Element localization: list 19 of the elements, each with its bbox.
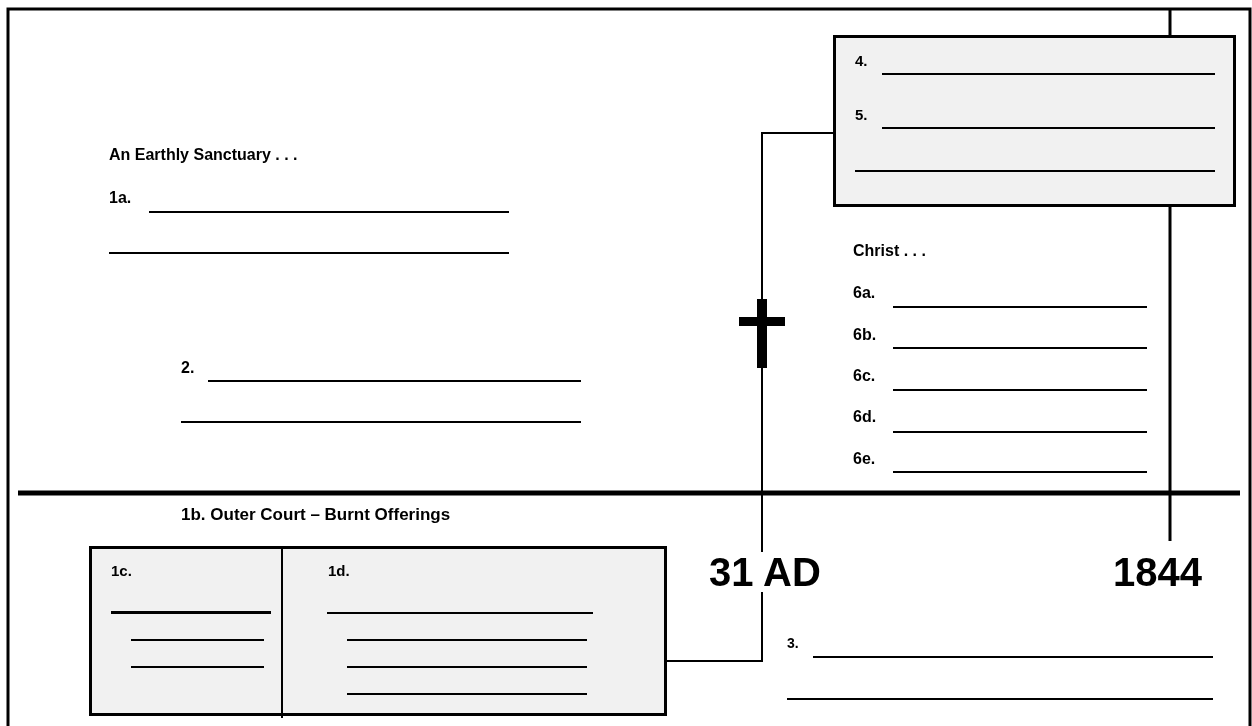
question-number: 1a. (109, 190, 132, 206)
year-label: 1844 (1113, 552, 1202, 592)
question-number: 1c. (111, 563, 132, 578)
question-number: 6a. (853, 285, 876, 301)
question-number: 6c. (853, 368, 876, 384)
question-number: 6e. (853, 451, 876, 467)
question-number: 6d. (853, 409, 877, 425)
section-heading: Christ . . . (853, 243, 926, 259)
question-number: 6b. (853, 327, 877, 343)
question-number: 2. (181, 360, 195, 376)
question-number: 1d. (328, 563, 350, 578)
section-heading: An Earthly Sanctuary . . . (109, 147, 298, 163)
question-number: 4. (855, 53, 868, 68)
question-number: 3. (787, 636, 799, 650)
question-number: 5. (855, 107, 868, 122)
worksheet-box (89, 546, 667, 716)
section-heading: 1b. Outer Court – Burnt Offerings (181, 506, 451, 523)
worksheet-box (833, 35, 1236, 207)
connector-line (666, 591, 763, 662)
